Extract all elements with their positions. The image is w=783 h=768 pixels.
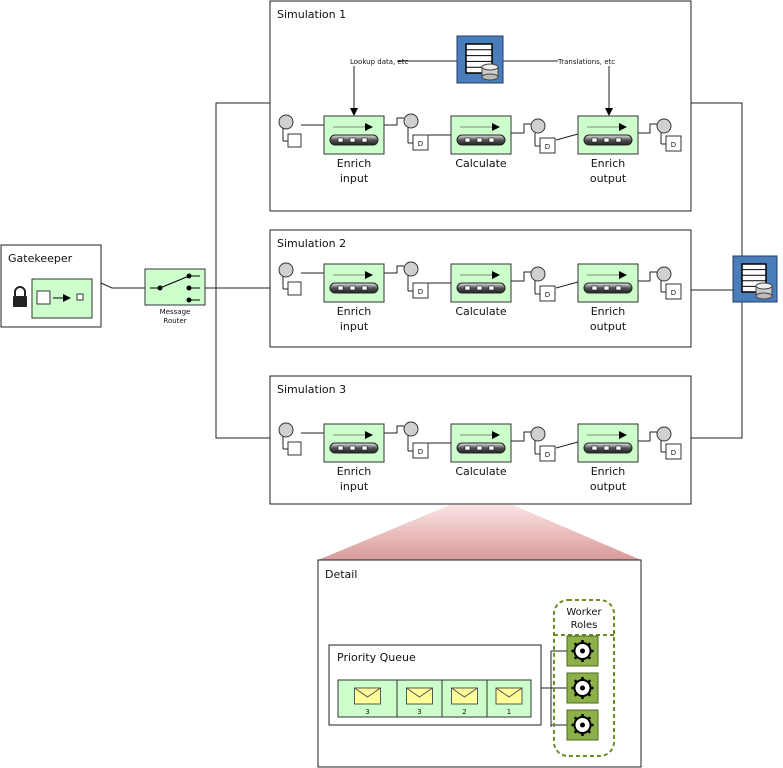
document-marker: D	[671, 449, 676, 457]
simulation-3: Simulation 3 D D D Enrich input Calculate Enric…	[269, 375, 692, 505]
channel-endpoint-icon	[278, 262, 294, 278]
message-icon	[287, 133, 302, 148]
channel-endpoint-icon	[530, 118, 546, 134]
step-label: Enrich	[337, 465, 372, 478]
priority-queue-title: Priority Queue	[337, 651, 416, 664]
step-label: Enrich	[337, 305, 372, 318]
simulation-title: Simulation 1	[277, 8, 346, 21]
database-icon	[456, 35, 504, 84]
step-label: output	[590, 480, 627, 493]
channel-endpoint-icon	[403, 261, 419, 277]
gatekeeper: Gatekeeper	[0, 244, 102, 328]
document-message-icon	[665, 283, 682, 300]
simulation-title: Simulation 2	[277, 237, 346, 250]
document-message-icon	[412, 282, 429, 299]
channel-endpoint-icon	[278, 422, 294, 438]
priority-number: 2	[462, 708, 466, 716]
priority-number: 1	[507, 708, 511, 716]
channel-endpoint-icon	[530, 266, 546, 282]
document-message-icon	[539, 285, 556, 302]
worker-roles-label: Worker	[566, 607, 602, 618]
priority-number: 3	[417, 708, 421, 716]
pipeline-step: Enrich input	[323, 263, 385, 333]
document-marker: D	[418, 448, 423, 456]
document-marker: D	[671, 289, 676, 297]
queue-message: 1	[486, 679, 532, 718]
step-label: input	[340, 320, 369, 333]
detail-panel: Detail Priority Queue 3 3 2 1 Worker Roles	[317, 559, 642, 768]
document-message-icon	[539, 445, 556, 462]
pipeline-step: Calculate	[450, 115, 512, 170]
step-label: Enrich	[591, 157, 626, 170]
step-label: Enrich	[591, 465, 626, 478]
step-label: Calculate	[455, 465, 507, 478]
document-message-icon	[539, 137, 556, 154]
document-marker: D	[545, 291, 550, 299]
queue-message: 2	[441, 679, 488, 718]
detail-title: Detail	[325, 568, 357, 581]
pipeline-step: Enrich output	[577, 423, 639, 493]
channel-endpoint-icon	[656, 426, 672, 442]
worker-role-gear-icon	[566, 672, 599, 704]
document-message-icon	[412, 442, 429, 459]
lookup-label: Lookup data, etc	[350, 58, 409, 66]
pipeline-step: Enrich input	[323, 115, 385, 185]
priority-number: 3	[365, 708, 369, 716]
connectors	[100, 102, 743, 439]
lock-icon	[13, 286, 27, 307]
channel-endpoint-icon	[403, 113, 419, 129]
pipeline-step: Enrich output	[577, 115, 639, 185]
pipeline-step: Enrich input	[323, 423, 385, 493]
document-marker: D	[418, 140, 423, 148]
step-label: output	[590, 320, 627, 333]
channel-endpoint-icon	[403, 421, 419, 437]
document-marker: D	[671, 141, 676, 149]
step-label: Calculate	[455, 157, 507, 170]
channel-endpoint-icon	[656, 118, 672, 134]
step-label: input	[340, 480, 369, 493]
step-label: Enrich	[591, 305, 626, 318]
translations-label: Translations, etc	[557, 58, 615, 66]
document-marker: D	[545, 143, 550, 151]
document-message-icon	[665, 135, 682, 152]
gatekeeper-title: Gatekeeper	[8, 252, 73, 265]
document-marker: D	[545, 451, 550, 459]
worker-roles-group	[553, 599, 615, 757]
router-label: Router	[163, 317, 186, 325]
simulation-title: Simulation 3	[277, 383, 346, 396]
message-icon	[287, 441, 302, 456]
step-label: Calculate	[455, 305, 507, 318]
reference-links	[350, 60, 613, 116]
router-label: Message	[160, 308, 191, 316]
channel-endpoint-icon	[530, 426, 546, 442]
switch-icon	[150, 273, 200, 303]
message-router: Message Router	[144, 268, 206, 325]
simulation-2: Simulation 2 D D D Enrich input Calculate Enric…	[269, 229, 692, 348]
document-message-icon	[412, 134, 429, 151]
document-message-icon	[665, 443, 682, 460]
worker-roles-label: Roles	[571, 620, 598, 631]
step-label: output	[590, 172, 627, 185]
worker-role-gear-icon	[566, 709, 599, 741]
detail-zoom-callout	[318, 505, 641, 560]
document-marker: D	[418, 288, 423, 296]
pipeline-step: Calculate	[450, 263, 512, 318]
step-label: input	[340, 172, 369, 185]
simulation-1: Simulation 1 D D D Enrich input Calculate Enric…	[269, 0, 692, 212]
worker-role-gear-icon	[566, 635, 599, 667]
channel-endpoint-icon	[656, 266, 672, 282]
database-icon	[732, 255, 778, 303]
queue-message: 3	[337, 679, 398, 718]
channel-endpoint-icon	[278, 114, 294, 130]
step-label: Enrich	[337, 157, 372, 170]
queue-message: 3	[396, 679, 443, 718]
pipeline-step: Enrich output	[577, 263, 639, 333]
message-icon	[287, 281, 302, 296]
pipeline-step: Calculate	[450, 423, 512, 478]
